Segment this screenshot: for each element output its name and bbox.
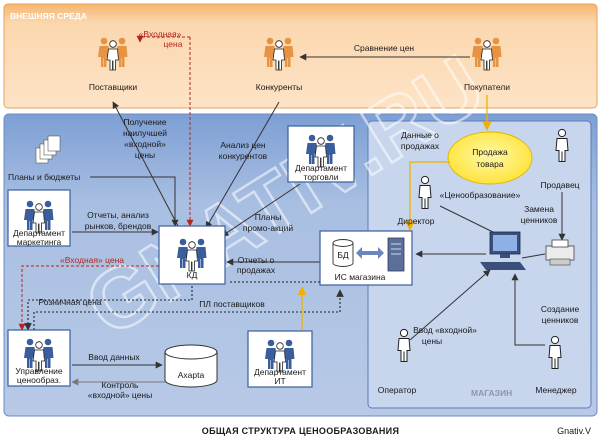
competitor-analysis-arrow [205,101,280,229]
control-input-label-2: «входной» цены [88,390,152,400]
diagram-title: ОБЩАЯ СТРУКТУРА ЦЕНООБРАЗОВАНИЯ [201,426,400,436]
external-environment-title: ВНЕШНЯЯ СРЕДА [10,11,87,21]
supplier-pricelist-label: ПЛ поставщиков [199,299,265,309]
dept-it-label-1: Департамент [254,367,306,377]
competitors-group-icon [264,38,294,70]
best-input-label-3: «входной» [124,139,166,149]
dept-marketing-label-2: маркетинга [17,237,62,247]
computer-printer-line [521,253,546,259]
data-entry-label: Ввод данных [88,352,140,362]
buyers-label: Покупатели [464,82,510,92]
sales-reports-mid-label-1: Отчеты о [238,255,275,265]
best-input-label-4: цены [135,150,155,160]
documents-icon [35,135,61,164]
plans-budgets-arrow [90,176,179,227]
store-db-label: БД [337,250,349,260]
input-price-entry-label-1: Ввод «входной» [413,325,477,335]
author-signature: Gnativ.V [557,426,591,436]
director-label: Директор [397,216,434,226]
sales-data-label-1: Данные о [401,130,439,140]
tag-create-label-2: ценников [542,315,579,325]
dept-trade-label-1: Департамент [295,163,347,173]
axapta-database-icon [164,344,218,388]
dept-trade-label-2: торговли [304,172,339,182]
suppliers-group-icon [98,38,128,70]
promo-plans-arrow [221,183,301,237]
competitors-label: Конкуренты [256,82,303,92]
sale-label-2: товара [476,159,503,169]
best-input-arrow [112,101,179,227]
dept-marketing-label-1: Департамент [13,228,65,238]
best-input-label-1: Получение [123,117,166,127]
tag-replace-label-2: ценников [521,215,558,225]
input-price-entry-label-2: цены [422,336,442,346]
external-environment-region [3,3,598,109]
store-is-label: ИС магазина [335,272,386,282]
seller-label: Продавец [540,180,579,190]
best-input-label-2: наилучшей [123,128,167,138]
competitor-analysis-label-2: конкурентов [219,151,268,161]
retail-price-arrow [24,286,193,331]
director-to-computer-line [439,205,496,234]
server-icon [387,237,405,272]
tag-create-label-1: Создание [541,304,580,314]
reports-analysis-label-1: Отчеты, анализ [87,210,149,220]
buyers-group-icon [472,38,502,70]
sale-to-store-is-arrow [405,161,450,231]
axapta-label: Axapta [178,370,205,380]
input-price-top-label-2: цена [164,39,183,49]
computer-icon [480,231,526,270]
manager-label: Менеджер [535,385,577,395]
pricing-quote-label: «Ценообразование» [440,190,521,200]
sales-data-label-2: продажах [401,141,440,151]
operator-to-computer-line [409,269,491,341]
input-price-top-label-1: «Входная» [139,29,182,39]
reports-analysis-label-2: рынков, брендов [85,221,152,231]
sale-label-1: Продажа [472,147,508,157]
input-price-mid-label: «Входная» цена [60,255,124,265]
control-input-label-1: Контроль [102,380,139,390]
plans-budgets-label: Планы и бюджеты [8,172,80,182]
store-region-title: МАГАЗИН [471,388,512,398]
promo-plans-label-1: Планы [255,212,282,222]
operator-label: Оператор [378,385,417,395]
db-cylinder-icon [332,239,354,267]
dept-it-label-2: ИТ [274,376,285,386]
input-price-mid-arrow [18,265,159,331]
product-sale-ellipse [447,131,533,185]
sync-arrow-icon [356,247,384,259]
competitor-analysis-label-1: Анализ цен [220,140,266,150]
dept-marketing-box [7,189,71,247]
kd-label: КД [187,270,198,280]
pricing-mgmt-label-2: ценообраз. [17,375,61,385]
printer-icon [545,239,575,266]
kd-people-icon [177,239,207,271]
price-compare-label: Сравнение цен [354,43,415,53]
suppliers-label: Поставщики [89,82,138,92]
manager-to-computer-line [511,273,545,346]
tag-replace-label-1: Замена [524,204,554,214]
input-price-top-arrow [136,35,190,43]
promo-plans-label-2: промо-акций [243,223,294,233]
retail-price-label: Розничная цена [38,297,101,307]
supplier-pricelist-arrow [33,289,344,330]
sales-reports-mid-label-2: продажах [237,265,276,275]
pricing-mgmt-label-1: Управление [15,366,63,376]
